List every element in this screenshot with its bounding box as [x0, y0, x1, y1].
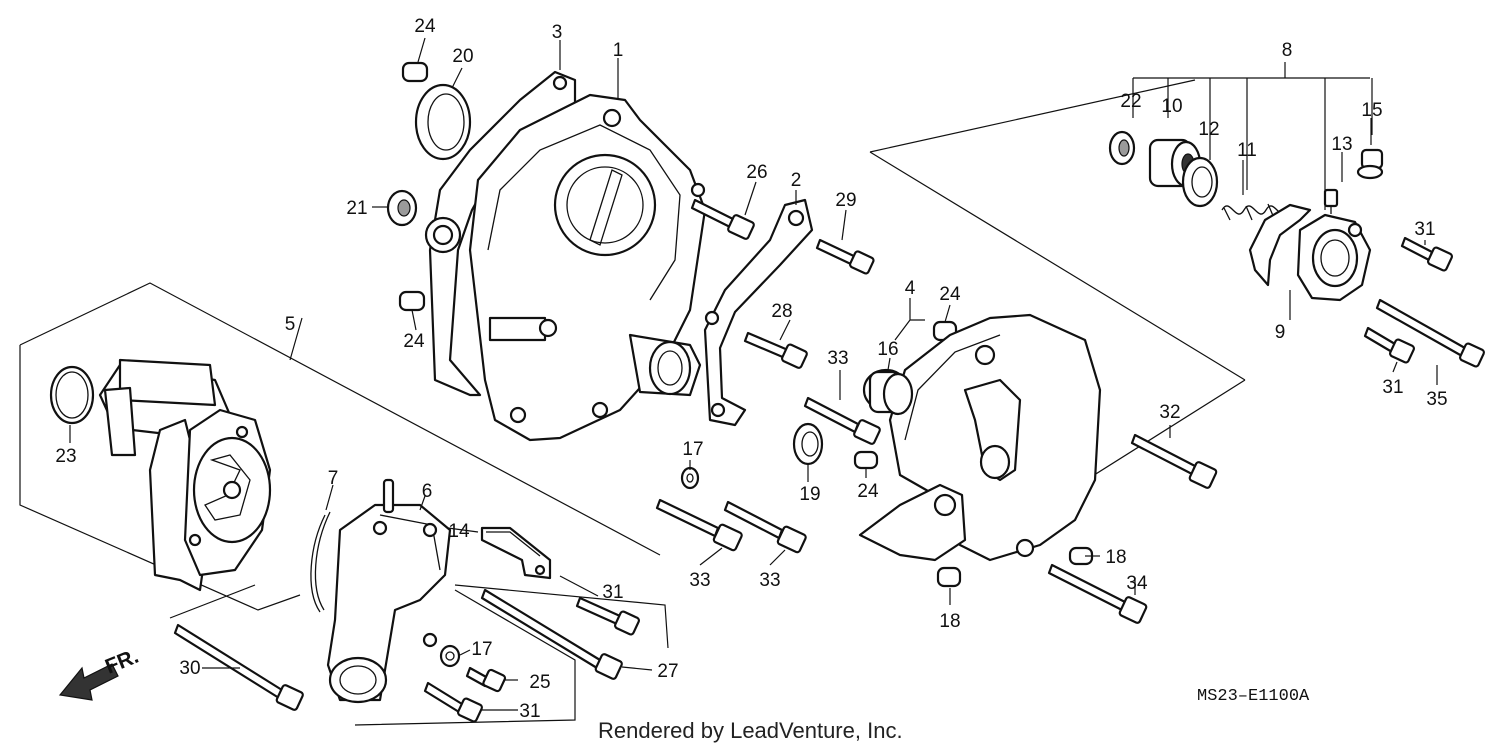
callout-31-right-top: 31: [1414, 219, 1435, 240]
o-ring-part-23: [49, 365, 95, 425]
leader-lines: [69, 37, 1438, 711]
callout-11: 11: [1237, 140, 1257, 161]
callout-33-b: 33: [689, 570, 710, 591]
callout-25: 25: [529, 672, 550, 693]
o-ring-part-7: [310, 511, 331, 613]
cap-part-15: [1356, 148, 1384, 180]
callout-32: 32: [1159, 402, 1180, 423]
washer-part-17-pump: [439, 644, 461, 668]
bolt-part-34: [1047, 563, 1148, 624]
callout-15: 15: [1361, 100, 1382, 121]
housing-part-8: [1296, 213, 1372, 302]
collar-part-16: [862, 368, 914, 416]
callout-18-a: 18: [1105, 547, 1126, 568]
callout-7: 7: [328, 468, 339, 489]
callout-24-left: 24: [403, 331, 425, 352]
callout-24-right: 24: [939, 284, 961, 305]
bolt-part-33-a: [803, 396, 881, 445]
callout-35: 35: [1426, 389, 1447, 410]
callout-6: 6: [422, 481, 433, 502]
callout-29: 29: [835, 190, 856, 211]
bolt-part-32: [1130, 433, 1218, 489]
callout-labels: 1 2 3 4 5 6 7 8 9 10 11 12 13 14 15 16 1…: [55, 16, 1447, 722]
callout-13: 13: [1331, 134, 1352, 155]
bolt-part-35: [1375, 298, 1485, 368]
oil-seal-part-19: [792, 422, 824, 466]
callout-16: 16: [877, 339, 898, 360]
callout-26: 26: [746, 162, 767, 183]
credit-line: Rendered by LeadVenture, Inc.: [598, 718, 903, 743]
callout-24-top: 24: [414, 16, 436, 37]
callout-18-b: 18: [939, 611, 960, 632]
callout-33-a: 33: [827, 348, 848, 369]
oil-seal-part-20: [414, 83, 472, 161]
callout-31-right-mid: 31: [1382, 377, 1403, 398]
seal-part-21: [386, 189, 418, 227]
bolt-part-25: [465, 666, 507, 693]
callout-1: 1: [613, 40, 624, 61]
washer-part-17-mid: [680, 466, 700, 490]
seal-part-22: [1108, 130, 1136, 166]
callout-9: 9: [1275, 322, 1286, 343]
hose-clamp-part-14: [480, 526, 552, 580]
callout-5: 5: [285, 314, 296, 335]
bolt-part-31-right-mid: [1363, 326, 1415, 364]
callout-30: 30: [179, 658, 200, 679]
bolt-part-30: [173, 623, 304, 711]
bleed-bolt-part-13: [1323, 188, 1339, 214]
bolt-part-31-pump-b: [423, 681, 483, 723]
callout-4: 4: [905, 278, 916, 299]
callout-21: 21: [346, 198, 367, 219]
dowel-pin-part-24-mid: [853, 450, 879, 470]
diagram-code: MS23–E1100A: [1197, 687, 1310, 706]
gasket-part-2: [703, 198, 814, 427]
pump-cover-part-6: [326, 478, 452, 704]
gasket-part-9: [1248, 203, 1312, 287]
bolt-part-31-right-top: [1400, 236, 1453, 272]
callout-3: 3: [552, 22, 563, 43]
seal-part-12: [1181, 156, 1219, 208]
callout-33-c: 33: [759, 570, 780, 591]
callout-12: 12: [1198, 119, 1219, 140]
callout-22: 22: [1120, 91, 1141, 112]
callout-8: 8: [1282, 40, 1293, 61]
callout-31-pump-a: 31: [602, 582, 623, 603]
bolt-part-31-pump-a: [575, 596, 640, 636]
callout-20: 20: [452, 46, 473, 67]
callout-23: 23: [55, 446, 76, 467]
callout-17-mid: 17: [682, 439, 703, 460]
callout-17-pump: 17: [471, 639, 492, 660]
bolt-part-27: [480, 588, 623, 680]
callout-24-mid: 24: [857, 481, 879, 502]
callout-31-pump-b: 31: [519, 701, 540, 722]
bolt-part-33-b: [655, 498, 743, 552]
bolt-part-33-c: [723, 500, 807, 554]
callout-10: 10: [1161, 96, 1182, 117]
callout-19: 19: [799, 484, 820, 505]
bolt-part-26: [690, 198, 755, 240]
cover-part-4: [858, 313, 1102, 562]
callout-14: 14: [448, 521, 470, 542]
dowel-pin-part-24-left: [398, 290, 426, 312]
cover-part-1: [468, 93, 707, 442]
forward-direction-arrow: FR.: [58, 645, 142, 701]
group-frame-pump-assembly: [19, 282, 669, 726]
bolt-part-29: [815, 238, 875, 275]
callout-2: 2: [791, 170, 802, 191]
forward-direction-label: FR.: [102, 645, 142, 679]
gasket-part-3: [424, 70, 577, 397]
callout-34: 34: [1126, 573, 1148, 594]
pump-body-part-5: [98, 358, 272, 592]
dowel-pin-part-18-b: [936, 566, 962, 588]
bolt-part-28: [743, 331, 808, 369]
group-bracket-part-8: [1132, 62, 1373, 210]
callout-28: 28: [771, 301, 792, 322]
dowel-pin-part-24-top: [401, 61, 429, 83]
callout-27: 27: [657, 661, 678, 682]
